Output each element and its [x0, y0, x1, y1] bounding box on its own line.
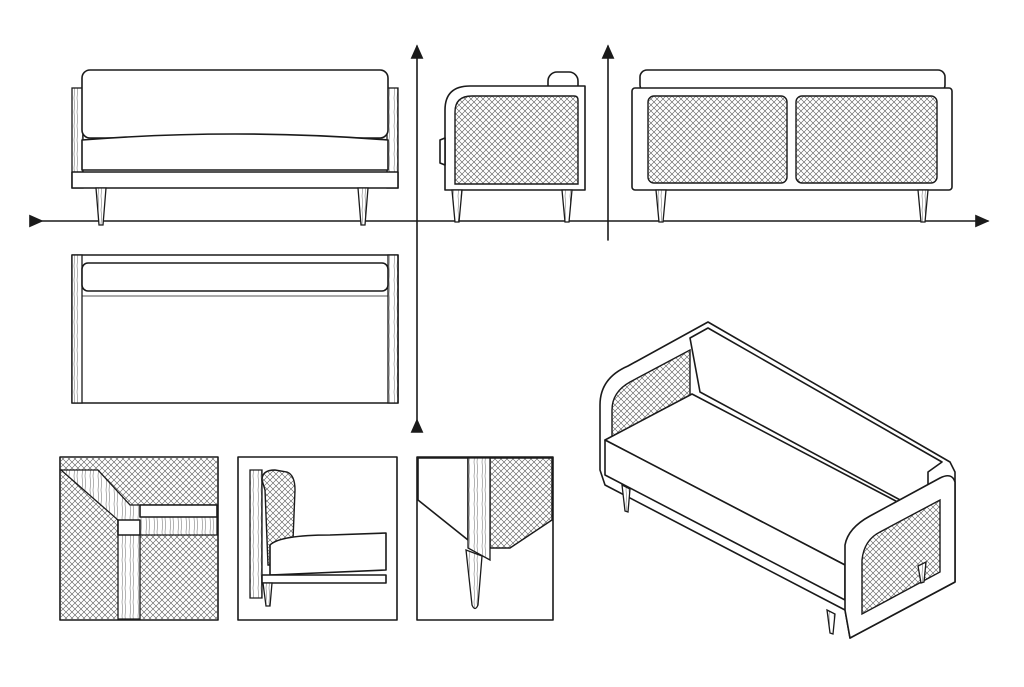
side-view — [439, 71, 586, 223]
detail-joint — [59, 456, 219, 621]
front-view — [71, 69, 399, 226]
axes — [29, 44, 990, 433]
detail-seat-section — [237, 456, 398, 621]
top-view — [71, 254, 399, 404]
back-view — [631, 69, 953, 223]
isometric-view — [599, 321, 956, 639]
detail-leg-corner — [416, 456, 554, 621]
